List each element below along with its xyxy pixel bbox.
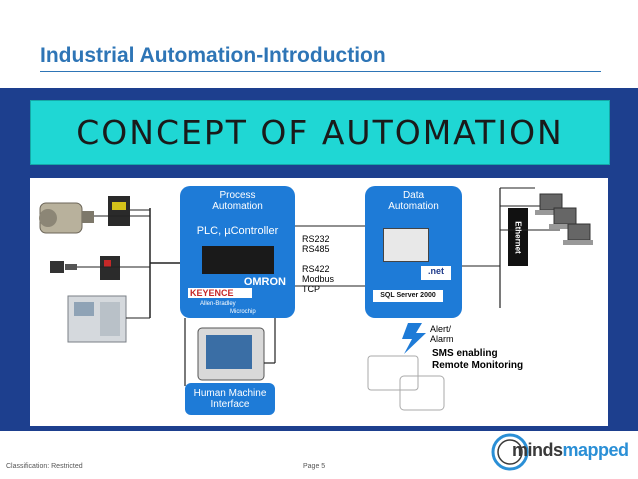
photo-sensor-icon	[100, 256, 120, 280]
data-box-title: Data Automation	[388, 190, 439, 212]
alert-alarm-label: Alert/ Alarm	[430, 324, 454, 344]
automation-diagram: Process Automation PLC, µController OMRO…	[30, 178, 608, 426]
banner-text: CONCEPT OF AUTOMATION	[76, 113, 564, 152]
control-cabinet-icon	[67, 295, 127, 343]
protocols-upper: RS232 RS485	[302, 234, 330, 254]
logo-wordmark: mindsmapped	[512, 440, 629, 461]
slide-title: Industrial Automation-Introduction	[40, 44, 386, 67]
hmi-panel-icon	[197, 327, 265, 381]
logo-ring-icon	[491, 433, 529, 471]
protocols-lower: RS422 Modbus TCP	[302, 264, 335, 294]
proximity-sensor-icon	[50, 261, 77, 273]
page-number: Page 5	[303, 463, 326, 470]
server-pc-icon	[383, 228, 429, 262]
classification-label: Classification: Restricted	[6, 463, 83, 470]
brand-omron: OMRON	[243, 276, 286, 288]
logo-text-accent: mapped	[562, 440, 630, 460]
hmi-label-box: Human Machine Interface	[185, 383, 275, 415]
sms-remote-monitoring-label: SMS enabling Remote Monitoring	[432, 348, 524, 371]
process-box-title: Process Automation	[212, 190, 263, 212]
sql-server-logo: SQL Server 2000	[373, 290, 443, 302]
sensor-icon	[108, 196, 130, 226]
laptop-phone-icon	[367, 355, 445, 411]
data-automation-box: Data Automation .net SQL Server 2000	[365, 186, 462, 318]
brand-allen-bradley: Allen-Bradley	[200, 301, 236, 307]
brand-keyence: KEYENCE	[188, 288, 252, 298]
ethernet-bar: Ethernet	[508, 208, 528, 266]
dotnet-logo: .net	[421, 266, 451, 280]
workstation-icon-3	[563, 223, 593, 245]
plc-device-icon	[202, 246, 274, 274]
process-automation-box: Process Automation PLC, µController OMRO…	[180, 186, 295, 318]
diagram-art	[39, 187, 593, 411]
logo-text-main: minds	[512, 440, 563, 460]
brand-microchip: Microchip	[230, 309, 256, 315]
mindsmapped-logo: mindsmapped	[488, 430, 629, 472]
title-underline	[40, 71, 601, 72]
process-box-subtitle: PLC, µController	[196, 225, 279, 237]
wireless-lightning-icon	[402, 323, 426, 354]
workstation-icon-2	[549, 207, 579, 229]
motor-icon	[39, 202, 94, 234]
hmi-label: Human Machine Interface	[193, 388, 267, 410]
workstation-icon-1	[535, 193, 565, 215]
ethernet-label: Ethernet	[513, 220, 523, 254]
concept-banner: CONCEPT OF AUTOMATION	[30, 100, 610, 165]
